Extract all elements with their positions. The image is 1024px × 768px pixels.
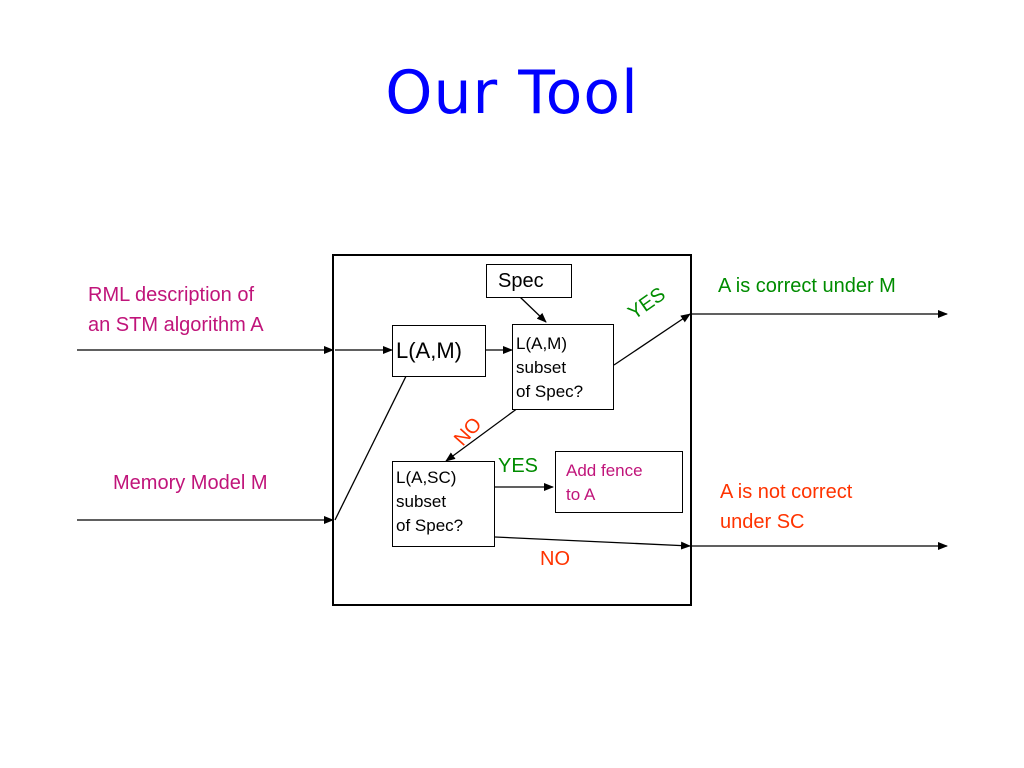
tool-boundary-box: [332, 254, 692, 606]
check-lam-subset-box: L(A,M) subset of Spec?: [512, 324, 614, 410]
memory-model-label: Memory Model M: [113, 472, 268, 494]
edge-label-no-bottom: NO: [540, 548, 570, 570]
lam-box: L(A,M): [392, 325, 486, 377]
spec-box: Spec: [486, 264, 572, 298]
arrow-memory-to-lam: [334, 355, 417, 521]
page-title: Our Tool: [385, 58, 639, 128]
output-correct-label: A is correct under M: [718, 275, 896, 297]
output-not-correct-label: A is not correct under SC: [720, 481, 853, 533]
arrow-spec-to-check: [519, 296, 547, 323]
edge-label-yes-mid: YES: [498, 455, 539, 477]
rml-input-label: RML description of an STM algorithm A: [88, 284, 264, 336]
check-lasc-subset-box: L(A,SC) subset of Spec?: [392, 461, 495, 547]
arrow-no-to-sc-check: [445, 407, 519, 462]
add-fence-box: Add fence to A: [555, 451, 683, 513]
arrow-no-not-correct: [494, 536, 691, 550]
arrow-yes-correct: [613, 313, 691, 366]
